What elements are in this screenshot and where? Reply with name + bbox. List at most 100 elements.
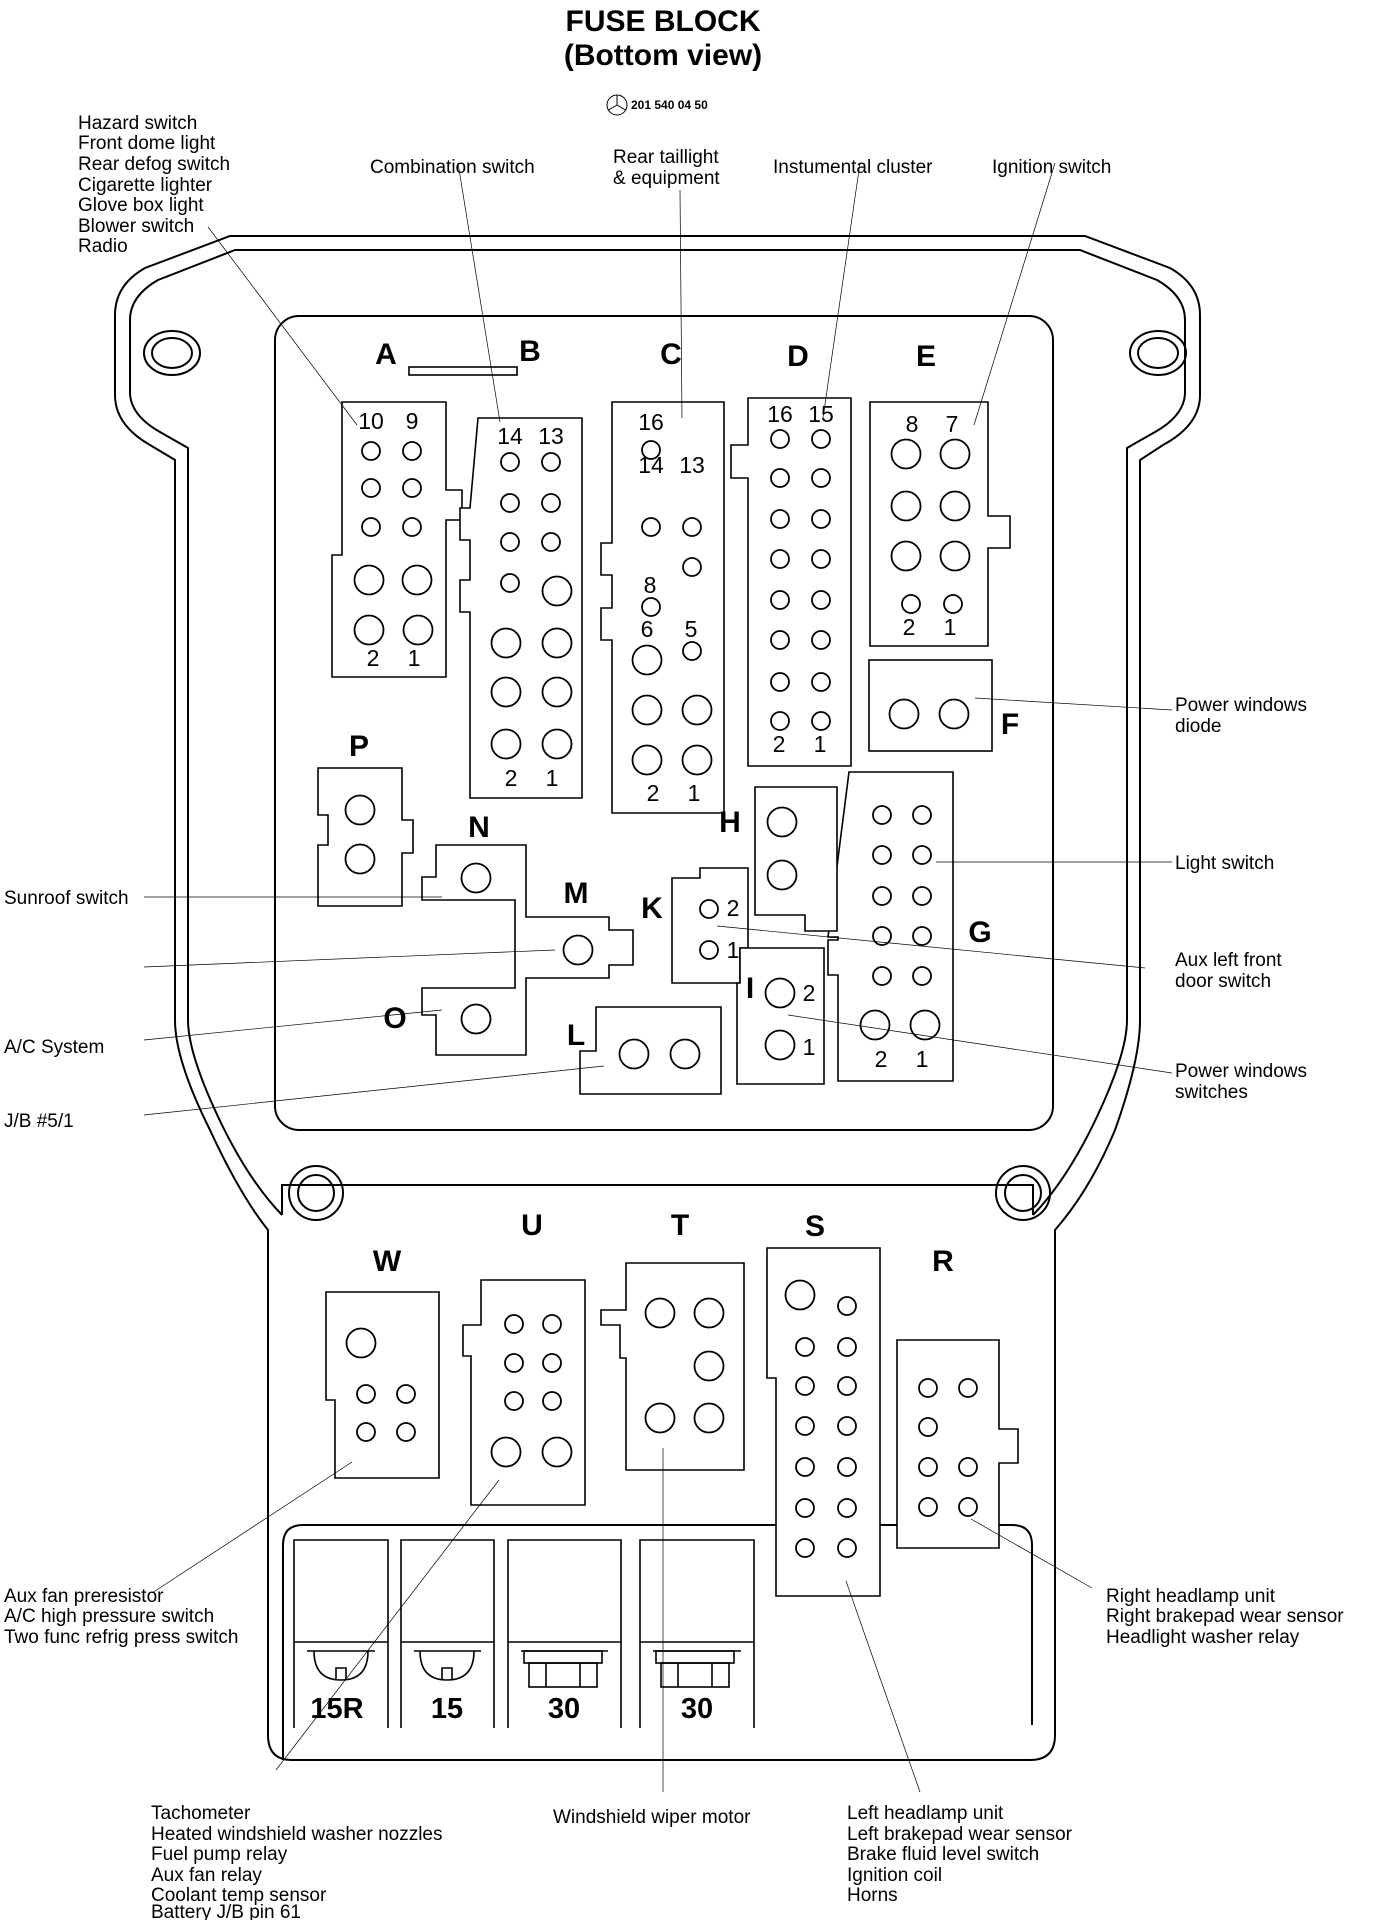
pin-hole [344,794,376,826]
label-front-dome-light: Front dome light [78,133,216,154]
label-aux-left-front-2: door switch [1175,971,1271,992]
pin-number: 13 [679,452,705,478]
pin-hole [682,557,702,577]
pin-hole [490,627,522,659]
label-headlight-washer: Headlight washer relay [1106,1627,1300,1648]
pin-number: 9 [406,408,419,434]
label-right-headlamp: Right headlamp unit [1106,1586,1276,1607]
pin-hole [795,1416,815,1436]
letter-g: G [968,916,991,949]
pin-hole [912,926,932,946]
label-glove-box-light: Glove box light [78,195,204,216]
pin-number: 8 [644,572,657,598]
pin-hole [770,468,790,488]
pin-hole [361,441,381,461]
letter-d: D [787,340,809,373]
pin-hole [699,899,719,919]
pin-hole [837,1416,857,1436]
label-aux-left-front: Aux left front [1175,950,1282,971]
connector-r [896,1339,1019,1549]
pin-number: 13 [538,423,564,449]
label-sunroof-switch: Sunroof switch [4,888,129,909]
label-heated-washer-nozzles: Heated windshield washer nozzles [151,1824,443,1845]
pin-hole [770,711,790,731]
pin-hole [811,468,831,488]
label-left-headlamp: Left headlamp unit [847,1803,1004,1824]
pin-hole [361,517,381,537]
pin-hole [939,438,971,470]
relay-slots [293,1539,755,1728]
pin-hole [872,966,892,986]
label-right-brakepad: Right brakepad wear sensor [1106,1606,1344,1627]
pin-hole [859,1009,891,1041]
pin-hole [490,728,522,760]
label-rear-defog-switch: Rear defog switch [78,154,230,175]
pin-hole [541,575,573,607]
pin-hole [795,1498,815,1518]
pin-number: 7 [946,411,959,437]
pin-hole [504,1314,524,1334]
terminal-30-left: 30 [548,1693,580,1725]
label-power-windows-switches-2: switches [1175,1082,1248,1103]
connector-b-bar [408,366,518,376]
pin-number: 10 [358,408,384,434]
letter-m: M [564,877,589,910]
pin-hole [837,1498,857,1518]
pin-hole [918,1497,938,1517]
pin-hole [693,1402,725,1434]
pin-hole [938,698,970,730]
pin-hole [402,614,434,646]
pin-number: 15 [808,401,834,427]
connector-d [730,397,852,767]
letter-h: H [719,806,741,839]
pin-number: 1 [408,645,421,671]
letter-i: I [746,972,754,1005]
connector-w [325,1291,440,1479]
pin-hole [837,1296,857,1316]
pin-hole [542,1314,562,1334]
letter-c: C [660,338,682,371]
connector-p [317,767,414,907]
connector-nmo [421,844,634,1056]
pin-hole [872,926,892,946]
pin-hole [500,493,520,513]
pin-hole [396,1384,416,1404]
pin-hole [770,672,790,692]
label-radio: Radio [78,236,128,257]
pin-hole [402,517,422,537]
label-tachometer: Tachometer [151,1803,251,1824]
pin-hole [811,429,831,449]
pin-number: 2 [773,731,786,757]
pin-hole [562,934,594,966]
pin-hole [631,644,663,676]
pin-hole [770,509,790,529]
pin-hole [890,490,922,522]
label-aux-fan-preresistor: Aux fan preresistor [4,1586,164,1607]
pin-hole [504,1353,524,1373]
label-ac-system: A/C System [4,1037,104,1058]
pin-hole [541,1436,573,1468]
pin-hole [490,1436,522,1468]
pin-hole [939,490,971,522]
pin-hole [460,862,492,894]
pin-hole [356,1384,376,1404]
label-ignition-switch: Ignition switch [992,157,1111,178]
pin-hole [912,805,932,825]
pin-hole [500,532,520,552]
diagram-subtitle: (Bottom view) [564,39,762,72]
letter-o: O [383,1002,406,1035]
pin-hole [811,509,831,529]
label-left-brakepad: Left brakepad wear sensor [847,1824,1073,1845]
letter-a: A [375,338,397,371]
pin-hole [541,676,573,708]
pin-hole [541,627,573,659]
pin-number: 1 [688,780,701,806]
callout-labels: Hazard switch Front dome light Rear defo… [4,113,1344,1920]
pin-hole [541,452,561,472]
pin-number: 2 [803,980,816,1006]
pin-hole [542,1391,562,1411]
pin-hole [361,478,381,498]
pin-hole [837,1457,857,1477]
letter-w: W [373,1245,402,1278]
pin-hole [618,1038,650,1070]
